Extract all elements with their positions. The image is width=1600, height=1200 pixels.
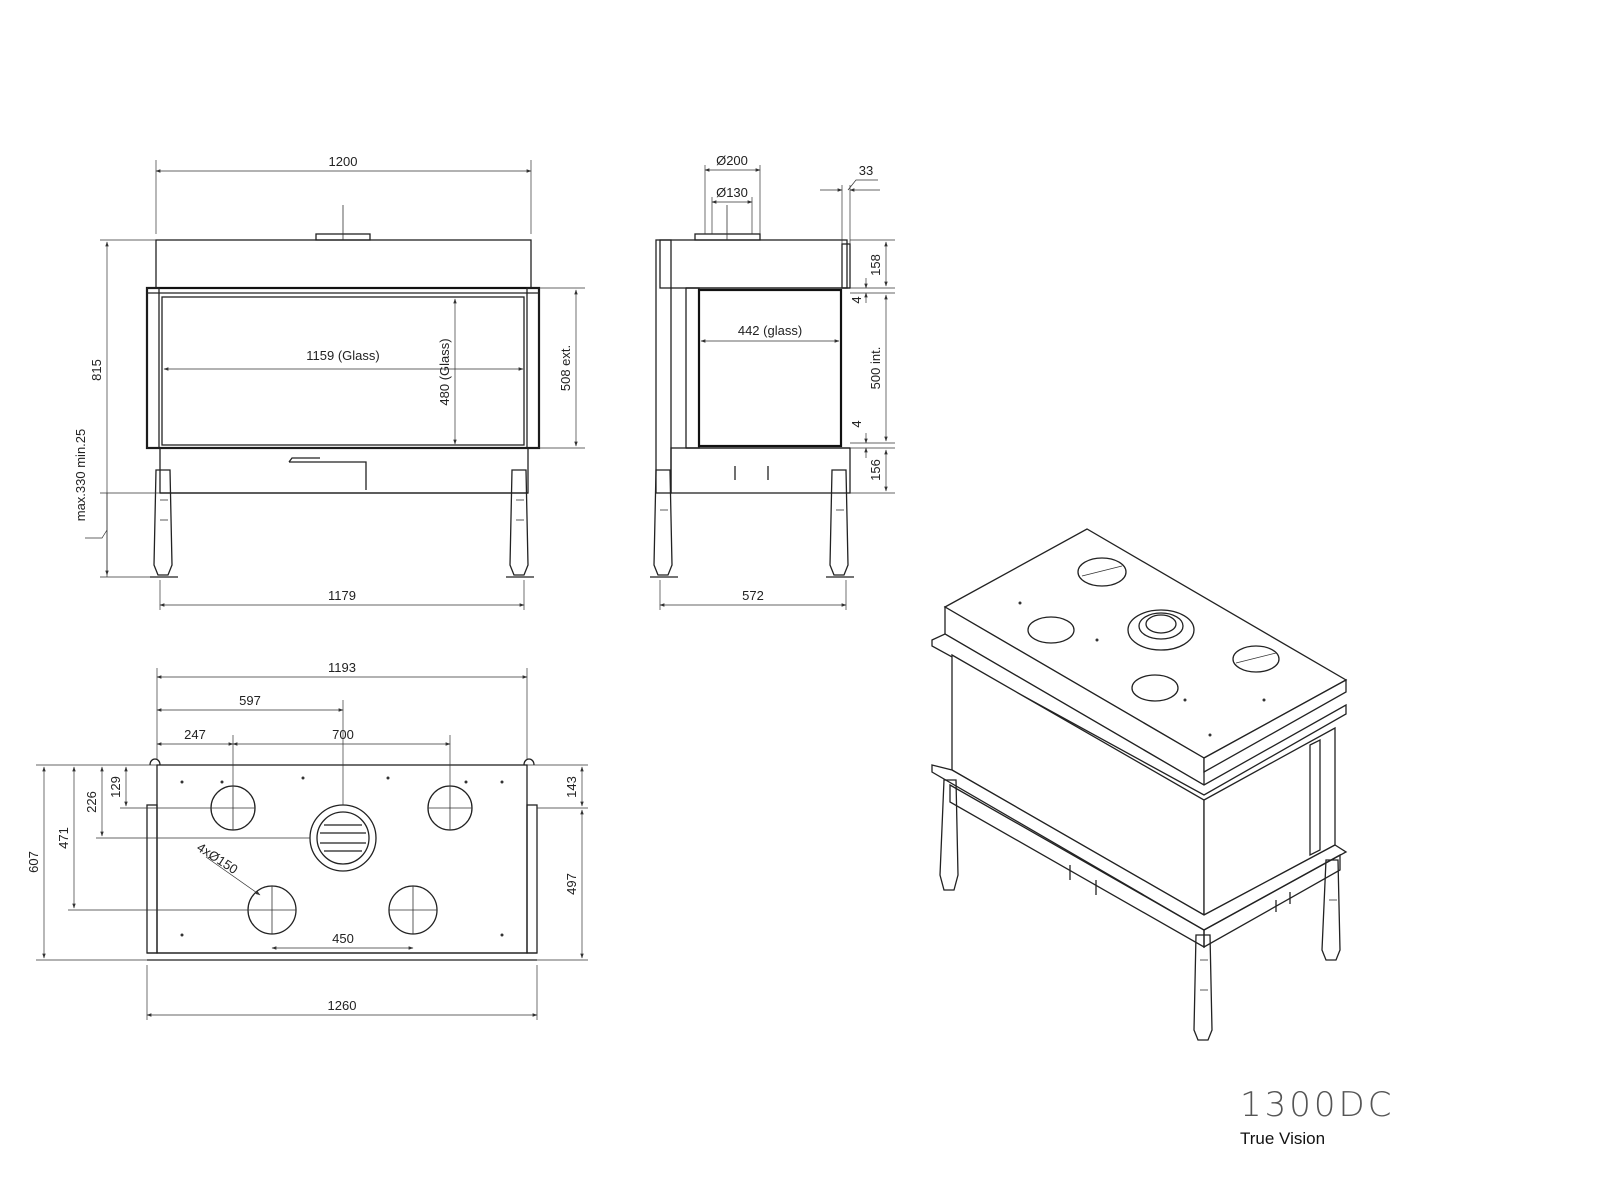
side-view: Ø200 Ø130 33 442 (glass) 158 4 500 int. … bbox=[650, 153, 895, 610]
dim-top-center-depth: 226 bbox=[84, 791, 99, 813]
dim-top-bottom-width: 1260 bbox=[328, 998, 357, 1013]
dim-side-top-height: 158 bbox=[868, 254, 883, 276]
dim-front-glass-height: 480 (Glass) bbox=[437, 338, 452, 405]
dim-front-base-width: 1179 bbox=[328, 588, 356, 603]
dim-side-top-offset: 33 bbox=[859, 163, 873, 178]
dim-front-door-height: 508 ext. bbox=[558, 345, 573, 391]
dim-top-front-depth: 471 bbox=[56, 827, 71, 849]
dim-top-spigot-spacing: 700 bbox=[332, 727, 354, 742]
brand-name: True Vision bbox=[1240, 1129, 1326, 1148]
dim-side-bottom-height: 156 bbox=[868, 459, 883, 481]
dim-front-glass-width: 1159 (Glass) bbox=[306, 348, 379, 363]
dim-top-front-spacing: 450 bbox=[332, 931, 354, 946]
top-view: 1193 597 247 700 4xØ150 450 1260 607 471… bbox=[26, 660, 588, 1020]
dim-top-right-bottom: 497 bbox=[564, 873, 579, 895]
front-view: 1200 1159 (Glass) 480 (Glass) 508 ext. 8… bbox=[73, 154, 585, 610]
dim-front-leg-height: max.330 min.25 bbox=[73, 429, 88, 522]
dim-side-gap-top: 4 bbox=[849, 296, 864, 303]
dim-side-flue-outer: Ø200 bbox=[716, 153, 748, 168]
dim-side-glass-width: 442 (glass) bbox=[738, 323, 802, 338]
title-block: 1300DC True Vision bbox=[1240, 1085, 1394, 1149]
dim-top-depth: 607 bbox=[26, 851, 41, 873]
dim-side-inner-height: 500 int. bbox=[868, 347, 883, 390]
dim-top-width: 1193 bbox=[328, 660, 356, 675]
dim-top-right-top: 143 bbox=[564, 776, 579, 798]
dim-side-flue-inner: Ø130 bbox=[716, 185, 748, 200]
dim-top-spigot-offset: 247 bbox=[184, 727, 206, 742]
dim-top-center-offset: 597 bbox=[239, 693, 261, 708]
dim-side-gap-bottom: 4 bbox=[849, 420, 864, 427]
dim-front-width: 1200 bbox=[329, 154, 358, 169]
dim-side-depth: 572 bbox=[742, 588, 764, 603]
dim-top-front-spigots: 4xØ150 bbox=[194, 840, 240, 877]
isometric-view bbox=[931, 528, 1348, 1041]
dim-front-height: 815 bbox=[89, 359, 104, 381]
model-number: 1300DC bbox=[1240, 1085, 1395, 1125]
dim-top-rear-depth: 129 bbox=[108, 776, 123, 798]
